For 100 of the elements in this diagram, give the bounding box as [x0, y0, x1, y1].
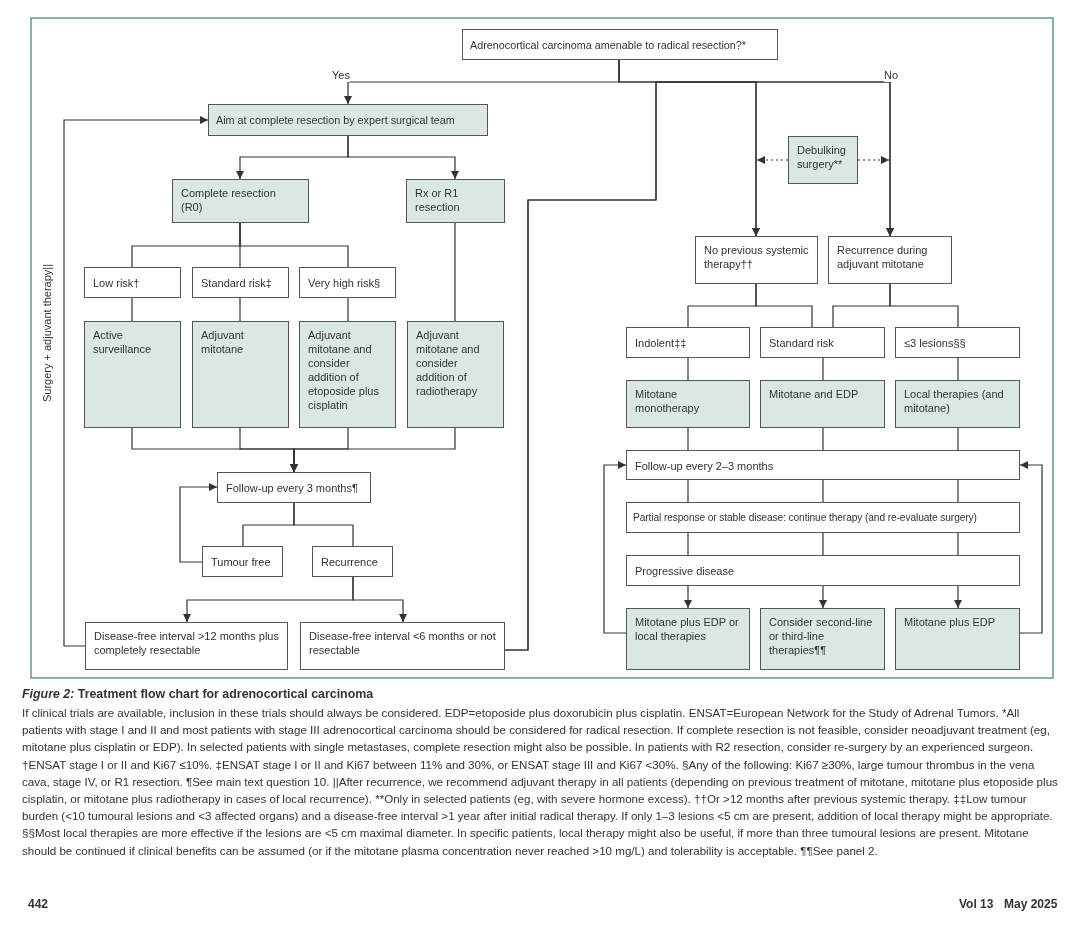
connector-line [822, 479, 824, 503]
step-box [84, 267, 181, 298]
connector-line [755, 283, 813, 328]
connector-line [957, 427, 959, 451]
edge-label: No [884, 69, 899, 82]
connector-line [454, 222, 456, 322]
box-text: Low risk† [93, 276, 141, 290]
step-box [300, 622, 505, 670]
step-box [192, 267, 289, 298]
arrow [290, 427, 456, 473]
box-text: Mitotane monotherapy [635, 387, 701, 415]
box-text: Very high risk§ [308, 276, 382, 290]
box-text: Adrenocortical carcinoma amenable to radical resection?* [470, 38, 748, 52]
step-box [462, 29, 778, 60]
box-text: Complete resection (R0) [181, 186, 277, 214]
edge-label: Yes [332, 69, 350, 82]
connector-line [239, 297, 241, 322]
box-text: Standard risk‡ [201, 276, 273, 290]
treatment-box [299, 321, 396, 428]
treatment-box [208, 104, 488, 136]
box-text: Recurrence [321, 555, 379, 569]
step-box [760, 327, 885, 358]
step-box [695, 236, 818, 284]
box-text: Aim at complete resection by expert surgical team [216, 113, 456, 127]
treatment-box [626, 380, 750, 428]
box-text: Follow-up every 3 months¶ [226, 481, 359, 495]
connector-line [822, 532, 824, 556]
edge-label: Surgery + adjuvant therapy|| [40, 263, 54, 403]
step-box [626, 327, 750, 358]
step-box [626, 502, 1020, 533]
issue-date: May 2025 [1004, 897, 1058, 911]
connector-line [293, 502, 354, 547]
box-text: ≤3 lesions§§ [904, 336, 967, 350]
box-text: Tumour free [211, 555, 272, 569]
treatment-box [760, 380, 885, 428]
step-box [626, 450, 1020, 480]
box-text: Mitotane and EDP [769, 387, 860, 401]
connector-line [889, 283, 959, 328]
arrow [684, 585, 692, 609]
treatment-box [84, 321, 181, 428]
box-text: Mitotane plus EDP [904, 615, 997, 629]
page-number: 442 [28, 897, 49, 911]
box-text: Mitotane plus EDP or local therapies [635, 615, 740, 643]
treatment-box [626, 608, 750, 670]
treatment-box [760, 608, 885, 670]
box-text: Disease-free interval <6 months or not resectable [309, 629, 496, 657]
box-text: Follow-up every 2–3 months [635, 459, 775, 473]
step-box [202, 546, 283, 577]
box-text: No previous systemic therapy†† [704, 243, 809, 271]
connector-line [687, 479, 689, 503]
box-text: Standard risk [769, 336, 835, 350]
step-box [85, 622, 288, 670]
step-box [626, 555, 1020, 586]
volume-number: Vol 13 [959, 897, 994, 911]
step-box [217, 472, 371, 503]
treatment-box [172, 179, 309, 223]
arrow [352, 576, 407, 623]
step-box [312, 546, 393, 577]
connector-line [957, 532, 959, 556]
box-text: Adjuvant mitotane [201, 328, 245, 356]
treatment-box [407, 321, 504, 428]
arrow [1019, 461, 1043, 634]
box-text: Adjuvant mitotane and consider addition of etoposide plus cisplatin [308, 328, 380, 412]
arrow [603, 461, 627, 634]
box-text: Progressive disease [635, 564, 736, 578]
treatment-box [192, 321, 289, 428]
box-text: Consider second-line or third-line therapies¶¶ [769, 615, 874, 657]
box-text: Adjuvant mitotane and consider addition of radiotherapy [416, 328, 481, 398]
connector-line [687, 532, 689, 556]
connector-line [822, 427, 824, 451]
arrow [504, 81, 894, 651]
treatment-box [788, 136, 858, 184]
figure-caption: If clinical trials are available, inclusion in these trials should always be considered. EDP=etoposide plus doxorubicin plus cisplatin. ENSAT=European Network for the Study of Adrenal Tumors. *All patients with stage I and II and most patients with stage III adrenocortical carcinoma should be considered for radical resection. If complete resection is not feasible, consider neoadjuvant treatment (eg, mitotane plus cisplatin or EDP). In selected patients with single metastases, complete resection might also be possible. In patients with R2 resection, consider re-surgery by an experienced surgeon. †ENSAT stage I or II and Ki67 ≤10%. ‡ENSAT stage I or II and Ki67 between 11% and 30%, or ENSAT stage III and Ki67 <30%. §Any of the following: Ki67 ≥30%, large tumour thrombus in the vena cava, stage IV, or R1 resection. ¶See main text question 10. ||After recurrence, we recommend adjuvant therapy in all patients (depending on previous treatment of mitotane, mitotane plus etoposide plus cisplatin, or mitotane plus radiotherapy in cases of local recurrence). **Only in selected patients (eg, with severe hormone excess). ††Or >12 months after previous systemic therapy. ‡‡Low tumour burden (<10 tumoural lesions and <3 affected organs) and a disease-free interval >1 year after initial radical therapy. If only 1–3 lesions <5 cm are present, addition of local therapy might be appropriate. §§Most local therapies are more effective if the lesions are <5 cm maximal diameter. In specific patients, local therapy might also be useful, if more than three tumoural lesions are present. Mitotane should be continued if clinical benefits can be assumed (or if the mitotane plasma concentration never reached >10 mg/L) and tolerability is acceptable. ¶¶See panel 2. [22, 705, 1059, 859]
box-text: Partial response or stable disease: continue therapy (and re-evaluate surgery) [633, 511, 978, 525]
connector-line [347, 297, 349, 322]
connector-line [131, 297, 133, 322]
connector-line [957, 479, 959, 503]
arrow [954, 585, 962, 609]
box-text: Indolent‡‡ [635, 336, 688, 350]
arrow [63, 116, 209, 647]
box-text: Active surveillance [93, 328, 153, 356]
treatment-box [406, 179, 505, 223]
arrow [857, 156, 890, 164]
treatment-box [895, 380, 1020, 428]
arrow [179, 483, 218, 563]
arrow [347, 135, 459, 180]
arrow [756, 156, 789, 164]
step-box [828, 236, 952, 284]
treatment-box [895, 608, 1020, 670]
box-text: Disease-free interval >12 months plus completely resectable [94, 629, 279, 657]
connector-line [239, 222, 349, 268]
step-box [299, 267, 396, 298]
connector-line [822, 357, 824, 381]
arrow [819, 585, 827, 609]
box-text: Rx or R1 resection [415, 186, 461, 214]
box-text: Local therapies (and mitotane) [904, 387, 1005, 415]
box-text: Debulking surgery** [797, 143, 847, 171]
figure-title: Figure 2: Treatment flow chart for adrenocortical carcinoma [22, 686, 375, 703]
connector-line [687, 357, 689, 381]
step-box [895, 327, 1020, 358]
